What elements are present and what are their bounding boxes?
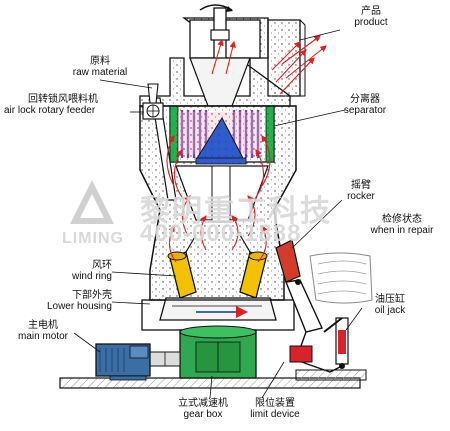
raw-material-chute	[151, 97, 177, 201]
grinding-roller-left	[167, 251, 197, 299]
grinding-table	[159, 297, 277, 321]
leader-lines	[73, 29, 363, 399]
rocker-repair-position	[309, 252, 373, 304]
watermark-logo-icon	[62, 176, 122, 230]
main-motor	[95, 343, 151, 381]
watermark-company: 黎明重工科技	[140, 195, 332, 228]
watermark-phone: 400-000-1888	[140, 220, 302, 247]
gear-box	[179, 325, 257, 379]
hydraulic-oil-jack	[323, 317, 349, 369]
airflow-arrows	[166, 35, 327, 263]
rocker-arm	[275, 239, 301, 283]
watermark-brand: LIMING	[62, 230, 124, 247]
